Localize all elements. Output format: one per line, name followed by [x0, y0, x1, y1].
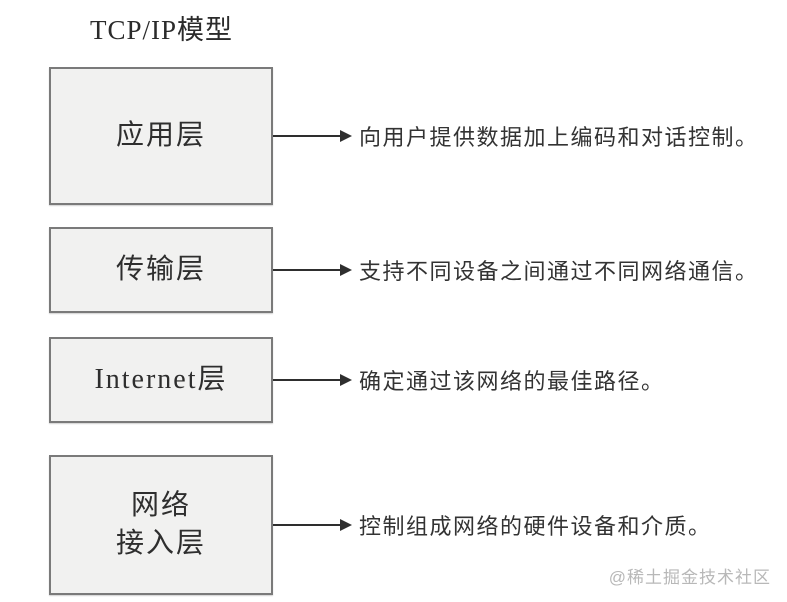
- arrow-right-icon: [273, 130, 352, 142]
- layer-box-application: 应用层: [49, 67, 273, 205]
- layer-label: 网络 接入层: [115, 490, 206, 559]
- layer-box-internet: Internet层: [49, 337, 273, 423]
- layer-label: 应用层: [115, 120, 206, 152]
- layer-description: 向用户提供数据加上编码和对话控制。: [359, 125, 759, 150]
- layer-row-network-access: 网络 接入层 控制组成网络的硬件设备和介质。: [49, 455, 712, 595]
- layer-box-network-access: 网络 接入层: [49, 455, 273, 595]
- layer-row-transport: 传输层 支持不同设备之间通过不同网络通信。: [49, 227, 759, 313]
- layer-box-transport: 传输层: [49, 227, 273, 313]
- layer-description: 支持不同设备之间通过不同网络通信。: [359, 259, 759, 284]
- layer-label: 传输层: [115, 254, 206, 286]
- layer-label: Internet层: [94, 364, 228, 396]
- layer-row-internet: Internet层 确定通过该网络的最佳路径。: [49, 337, 665, 423]
- diagram-title: TCP/IP模型: [90, 15, 234, 45]
- layer-description: 确定通过该网络的最佳路径。: [359, 369, 665, 394]
- layer-description: 控制组成网络的硬件设备和介质。: [359, 514, 712, 539]
- layer-row-application: 应用层 向用户提供数据加上编码和对话控制。: [49, 67, 759, 205]
- watermark: @稀土掘金技术社区: [608, 568, 771, 587]
- arrow-right-icon: [273, 374, 352, 386]
- arrow-right-icon: [273, 519, 352, 531]
- arrow-right-icon: [273, 264, 352, 276]
